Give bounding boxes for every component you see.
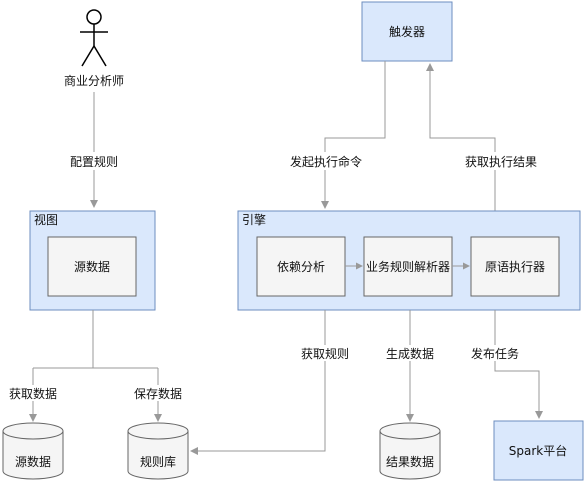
actor-label: 商业分析师 [64,73,124,88]
module-dependency-analysis-label: 依赖分析 [277,259,325,274]
edge-get-result: 获取执行结果 [426,63,540,212]
rules-store[interactable] [127,422,189,480]
view-source-data-label: 源数据 [74,259,110,274]
spark-platform-label: Spark平台 [509,443,567,458]
view-label: 视图 [34,212,58,227]
edge-label-get-result: 获取执行结果 [465,155,537,169]
edge-get-rules: 获取规则 [190,310,354,455]
edge-config-rules: 配置规则 [66,92,122,208]
edge-label-get-rules: 获取规则 [301,346,349,361]
edge-label-config-rules: 配置规则 [70,154,118,169]
edge-view-branches [29,310,162,422]
edge-label-publish-task: 发布任务 [471,346,519,361]
source-data-store[interactable] [2,422,64,480]
edge-label-start-command: 发起执行命令 [290,154,362,169]
spark-platform-box[interactable] [493,420,584,481]
rules-store-label: 规则库 [140,454,176,469]
results-store-label: 结果数据 [386,454,434,469]
view-source-data-box[interactable] [47,236,137,297]
results-store[interactable] [379,422,441,480]
trigger-label: 触发器 [389,24,425,39]
edge-gen-data: 生成数据 [382,310,440,422]
edge-start-command: 发起执行命令 [290,61,386,209]
edge-publish-task: 发布任务 [466,310,543,419]
source-data-store-label: 源数据 [15,454,51,469]
module-primitive-executor[interactable] [470,236,560,297]
actor-icon [80,9,108,67]
engine-label: 引擎 [242,212,266,227]
edge-label-get-data: 获取数据 [9,386,57,401]
module-primitive-executor-label: 原语执行器 [485,260,545,274]
trigger-box[interactable] [361,1,453,62]
module-rule-parser-label: 业务规则解析器 [366,259,450,274]
edge-label-gen-data: 生成数据 [386,346,434,361]
edge-label-save-data: 保存数据 [134,386,182,401]
module-rule-parser[interactable] [363,236,453,297]
